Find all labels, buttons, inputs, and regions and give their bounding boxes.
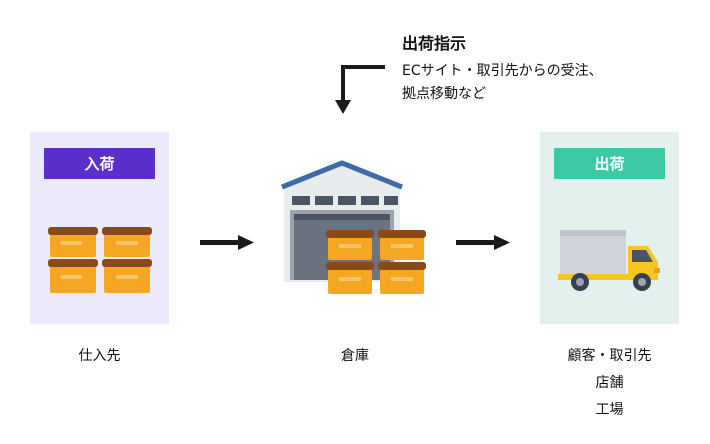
arrow-right-icon <box>200 235 254 250</box>
outbound-badge: 出荷 <box>554 148 665 179</box>
inbound-badge: 入荷 <box>44 148 155 179</box>
outbound-label-1: 顧客・取引先 <box>567 348 652 364</box>
outbound-label-3: 工場 <box>595 402 624 418</box>
warehouse-label: 倉庫 <box>341 348 369 364</box>
instruction-title: 出荷指示 <box>402 34 467 53</box>
instruction-line-1: ECサイト・取引先からの受注、 <box>402 63 603 79</box>
warehouse-icon <box>281 160 426 294</box>
truck-icon <box>558 230 660 291</box>
arrow-right-icon <box>456 235 510 250</box>
box-stack-icon <box>48 227 152 293</box>
outbound-label-2: 店舗 <box>595 375 624 391</box>
instruction-line-2: 拠点移動など <box>402 86 486 102</box>
inbound-label: 仕入先 <box>78 348 121 364</box>
